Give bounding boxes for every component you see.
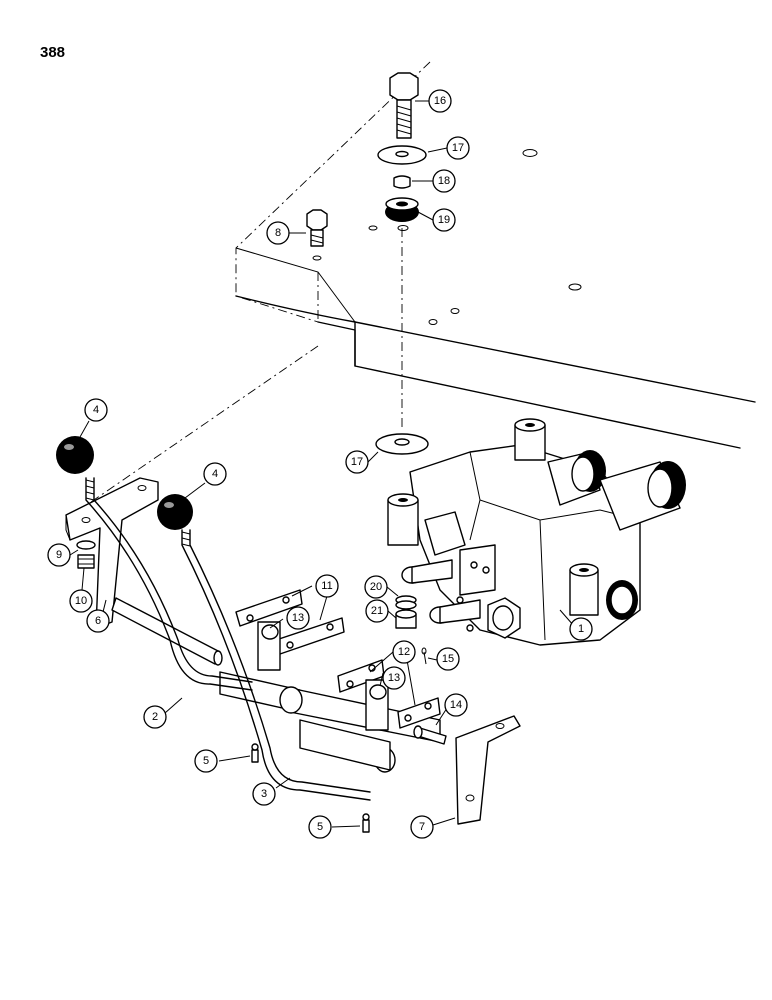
callout-2: 2 [143,705,167,729]
svg-text:21: 21 [371,605,383,617]
svg-text:11: 11 [321,580,332,592]
callout-17-upper: 17 [446,136,470,160]
bolt-8 [306,209,328,247]
lever-bracket [65,477,159,629]
link-plates-12 [337,659,441,729]
svg-text:8: 8 [275,227,281,239]
callout-14: 14 [444,693,468,717]
lever-3 [181,529,371,801]
svg-text:7: 7 [419,821,425,833]
knob-4-right [157,494,193,530]
knob-4-left [56,436,94,474]
callout-9: 9 [47,543,71,567]
svg-text:14: 14 [450,699,462,711]
callout-8: 8 [266,221,290,245]
callout-12: 12 [392,640,416,664]
callout-17-lower: 17 [345,450,369,474]
callout-6: 6 [86,609,110,633]
svg-text:10: 10 [75,595,87,607]
lever-2 [85,477,253,691]
callout-5-upper: 5 [194,749,218,773]
svg-text:3: 3 [261,788,267,800]
svg-text:4: 4 [93,404,99,416]
callout-19: 19 [432,208,456,232]
floor-plate [71,61,756,516]
pivot-13-lower [365,679,389,731]
nut-10 [77,554,95,569]
svg-text:13: 13 [292,612,304,624]
callout-21: 21 [365,599,389,623]
svg-text:6: 6 [95,615,101,627]
svg-text:9: 9 [56,549,62,561]
callout-13-upper: 13 [286,606,310,630]
callout-15: 15 [436,647,460,671]
callout-18: 18 [432,169,456,193]
nut-21 [395,609,417,629]
callout-4-left: 4 [84,398,108,422]
svg-text:2: 2 [152,711,158,723]
svg-text:16: 16 [434,95,446,107]
bushing-19 [385,197,419,222]
lower-bracket [455,715,521,825]
svg-text:18: 18 [438,175,450,187]
callout-4-right: 4 [203,462,227,486]
clevis-pin-14 [413,725,447,745]
pivot-13-upper [257,621,281,671]
svg-text:15: 15 [442,653,454,665]
svg-text:17: 17 [351,456,363,468]
nut-18 [393,175,411,189]
leader-lines [69,100,575,828]
callout-7: 7 [410,815,434,839]
page-number: 388 [40,44,66,61]
svg-text:4: 4 [212,468,218,480]
svg-text:1: 1 [578,623,584,635]
grease-fitting-5-upper [251,743,259,763]
callout-5-lower: 5 [308,815,332,839]
control-valve [387,418,686,646]
grease-fitting-5-lower [362,813,370,833]
svg-text:5: 5 [203,755,209,767]
svg-text:12: 12 [398,646,410,658]
washer-9 [76,540,96,550]
svg-text:17: 17 [452,142,464,154]
cotter-pin-15 [421,647,427,665]
callout-1: 1 [569,617,593,641]
svg-text:20: 20 [370,581,382,593]
callout-20: 20 [364,575,388,599]
callout-16: 16 [428,89,452,113]
callout-11: 11 [315,574,339,598]
washer-17-upper [377,145,427,165]
callout-13-lower: 13 [382,666,406,690]
spring-20 [395,595,417,610]
svg-text:5: 5 [317,821,323,833]
washer-17-lower [375,433,429,455]
svg-text:13: 13 [388,672,400,684]
callout-10: 10 [69,589,93,613]
mounting-bolt-16 [389,72,419,139]
svg-text:19: 19 [438,214,450,226]
callout-3: 3 [252,782,276,806]
